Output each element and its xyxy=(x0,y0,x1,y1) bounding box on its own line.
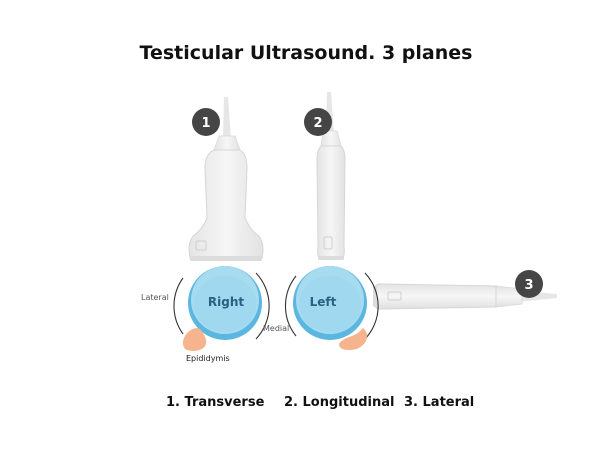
legend-transverse: 1. Transverse xyxy=(166,395,265,410)
svg-text:3: 3 xyxy=(524,278,533,293)
svg-text:1: 1 xyxy=(201,116,210,131)
left-epididymis xyxy=(339,328,367,350)
lateral-label: Lateral xyxy=(141,293,169,302)
legend-lateral: 3. Lateral xyxy=(404,395,474,410)
badge-2: 2 xyxy=(304,108,332,136)
left-testis: Left xyxy=(284,266,379,340)
right-epididymis xyxy=(182,328,207,351)
badge-3: 3 xyxy=(515,270,543,298)
transverse-probe xyxy=(188,97,264,261)
diagram-title: Testicular Ultrasound. 3 planes xyxy=(140,42,473,64)
medial-label: Medial xyxy=(263,324,289,333)
longitudinal-probe xyxy=(316,92,346,260)
epididymis-label: Epididymis xyxy=(186,354,230,363)
legend-longitudinal: 2. Longitudinal xyxy=(284,395,394,410)
right-testis: Right xyxy=(173,266,270,340)
lateral-probe xyxy=(373,283,557,310)
badge-1: 1 xyxy=(192,108,220,136)
svg-text:2: 2 xyxy=(313,116,322,131)
right-testis-label: Right xyxy=(208,295,244,309)
left-testis-label: Left xyxy=(310,295,337,309)
